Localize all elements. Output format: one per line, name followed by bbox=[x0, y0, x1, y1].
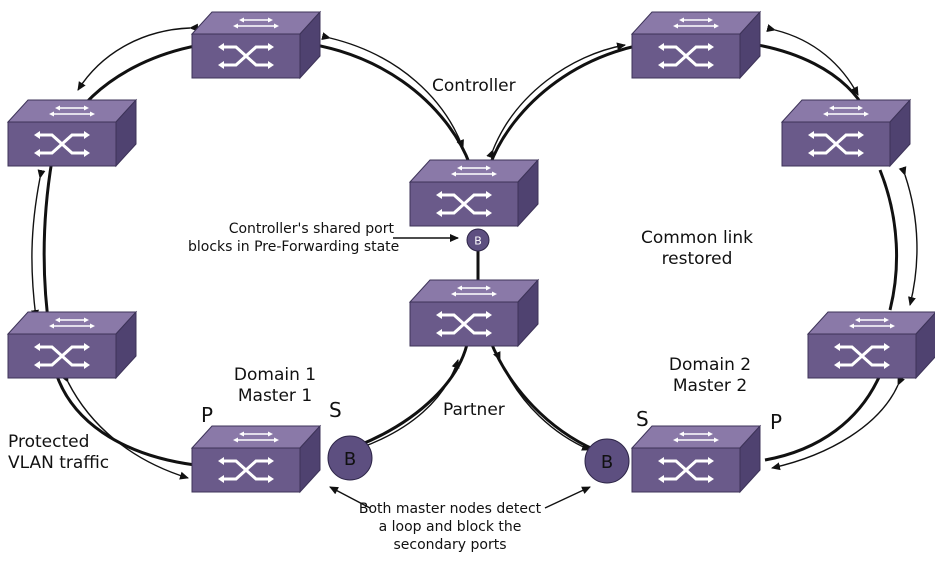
switch-right-top bbox=[632, 12, 760, 78]
switch-left-top bbox=[192, 12, 320, 78]
block-marker-master-1: B bbox=[327, 435, 373, 481]
common-link-line2: restored bbox=[661, 249, 733, 269]
bottom-note-line2: a loop and block the bbox=[378, 519, 522, 535]
block-marker-master-2: B bbox=[584, 438, 630, 484]
switch-controller bbox=[410, 160, 538, 226]
switch-left-lower bbox=[8, 312, 136, 378]
block-marker-controller: B bbox=[466, 228, 490, 252]
switch-partner bbox=[410, 280, 538, 346]
block-marker-text-right: B bbox=[601, 452, 613, 473]
bottom-note-line3: secondary ports bbox=[393, 537, 507, 553]
port-p-right: P bbox=[770, 410, 783, 434]
block-marker-small-text: B bbox=[474, 235, 482, 248]
traffic-arrows bbox=[31, 23, 918, 509]
switch-left-upper bbox=[8, 100, 136, 166]
port-s-right: S bbox=[636, 407, 649, 431]
protected-vlan-label: Protected VLAN traffic bbox=[8, 432, 109, 474]
domain-1-label: Domain 1 Master 1 bbox=[215, 365, 335, 407]
domain-1-line2: Master 1 bbox=[237, 386, 313, 406]
switch-right-lower bbox=[808, 312, 935, 378]
common-link-label: Common link restored bbox=[632, 228, 762, 270]
controller-label: Controller bbox=[432, 76, 516, 96]
switch-right-upper bbox=[782, 100, 910, 166]
partner-label: Partner bbox=[443, 400, 505, 420]
port-p-left: P bbox=[201, 403, 214, 427]
controller-note: Controller's shared port blocks in Pre-F… bbox=[188, 220, 400, 256]
controller-note-line2: blocks in Pre-Forwarding state bbox=[188, 239, 400, 255]
domain-1-line1: Domain 1 bbox=[233, 365, 317, 385]
common-link-line1: Common link bbox=[640, 228, 754, 248]
controller-note-line1: Controller's shared port bbox=[228, 221, 394, 237]
bottom-note: Both master nodes detect a loop and bloc… bbox=[350, 500, 550, 554]
block-marker-text-left: B bbox=[344, 449, 356, 470]
switch-master-2 bbox=[632, 426, 760, 492]
protected-line1: Protected bbox=[8, 432, 90, 452]
protected-line2: VLAN traffic bbox=[8, 453, 110, 473]
domain-2-line2: Master 2 bbox=[672, 376, 748, 396]
domain-2-line1: Domain 2 bbox=[668, 355, 752, 375]
switch-master-1 bbox=[192, 426, 320, 492]
bottom-note-line1: Both master nodes detect bbox=[358, 501, 542, 517]
port-s-left: S bbox=[329, 398, 342, 422]
domain-2-label: Domain 2 Master 2 bbox=[650, 355, 770, 397]
